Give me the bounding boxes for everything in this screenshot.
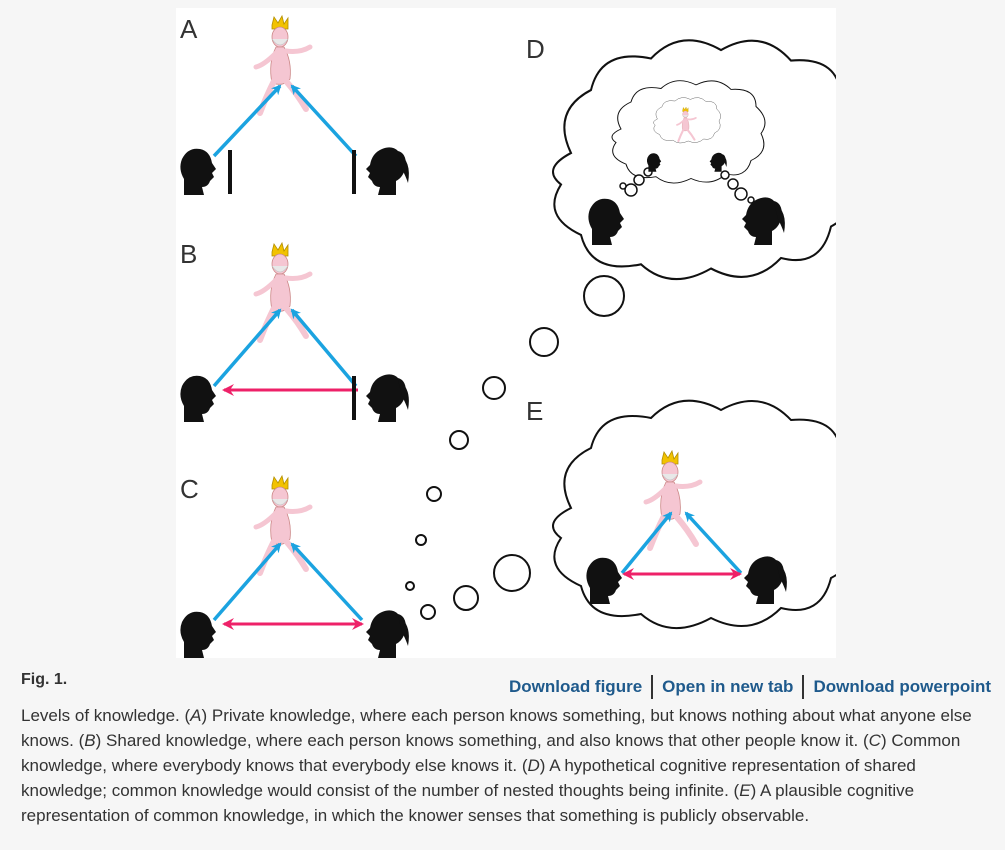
panel-a bbox=[180, 16, 409, 195]
panel-e bbox=[552, 399, 836, 630]
woman-silhouette-icon bbox=[366, 147, 409, 195]
figure-links: Download figure Open in new tab Download… bbox=[509, 675, 991, 699]
man-silhouette-icon bbox=[180, 148, 216, 195]
link-separator bbox=[651, 675, 654, 699]
panel-letter-d: D bbox=[526, 34, 545, 64]
panel-letter-e: E bbox=[526, 396, 543, 426]
figure-label: Fig. 1. bbox=[21, 671, 68, 688]
open-new-tab-link[interactable]: Open in new tab bbox=[662, 677, 794, 696]
download-figure-link[interactable]: Download figure bbox=[508, 677, 643, 696]
thought-bubble-trail bbox=[405, 275, 625, 620]
panel-d bbox=[551, 39, 836, 281]
panel-b bbox=[180, 243, 409, 422]
link-separator bbox=[802, 675, 805, 699]
panel-letter-c: C bbox=[180, 474, 199, 504]
download-powerpoint-link[interactable]: Download powerpoint bbox=[813, 677, 991, 696]
panel-letter-b: B bbox=[180, 239, 197, 269]
figure-caption: Levels of knowledge. (A) Private knowled… bbox=[21, 706, 972, 825]
panel-letter-a: A bbox=[180, 14, 198, 44]
panel-c bbox=[180, 476, 409, 658]
figure-image: A B C D E bbox=[176, 8, 836, 658]
